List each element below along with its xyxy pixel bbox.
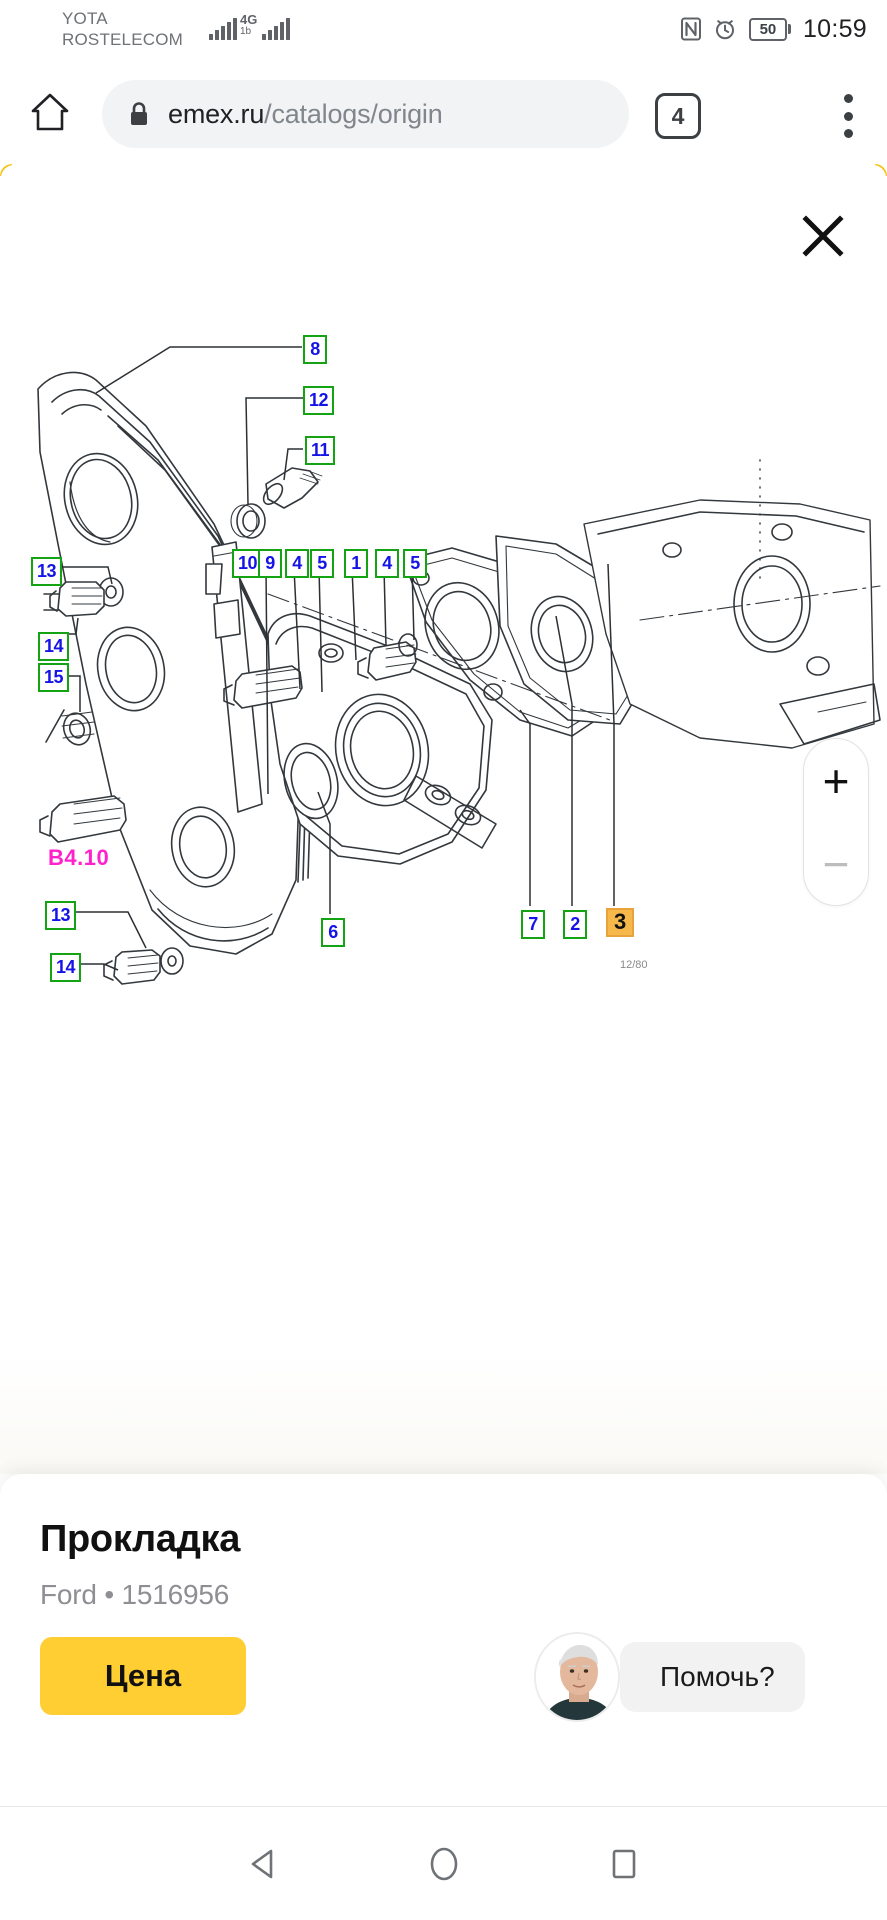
part-label-12[interactable]: 12 (303, 386, 335, 415)
status-bar-right-cluster: 50 10:59 (680, 0, 867, 58)
alarm-icon (715, 20, 734, 40)
product-brand-number: Ford • 1516956 (40, 1579, 230, 1610)
close-button[interactable] (787, 200, 859, 272)
price-button[interactable]: Цена (40, 1637, 246, 1715)
nav-home-button[interactable] (354, 1807, 534, 1920)
avatar-image (536, 1634, 618, 1720)
url-text: emex.ru/catalogs/origin (168, 99, 443, 130)
part-label-7[interactable]: 7 (521, 910, 545, 939)
part-label-1[interactable]: 1 (344, 549, 368, 578)
part-label-5-alt[interactable]: 5 (403, 549, 427, 578)
recents-square-icon (612, 1849, 635, 1878)
part-label-6[interactable]: 6 (321, 918, 345, 947)
help-chat-bubble[interactable]: Помочь? (620, 1642, 805, 1712)
part-label-9[interactable]: 9 (258, 549, 282, 578)
android-nav-bar (0, 1806, 887, 1920)
url-domain: emex.ru (168, 98, 265, 129)
part-label-4-alt[interactable]: 4 (375, 549, 399, 578)
overflow-menu-icon[interactable] (843, 94, 853, 138)
nfc-icon (680, 17, 701, 41)
tab-switcher-button[interactable]: 4 (655, 93, 701, 139)
part-label-10[interactable]: 10 (232, 549, 264, 578)
viewer-bottom-fade (0, 1354, 887, 1474)
carrier-line-2: ROSTELECOM (62, 30, 184, 49)
support-avatar[interactable] (534, 1632, 620, 1722)
status-bar: YOTA ROSTELECOM 4G 1b 50 (0, 0, 887, 58)
tab-count-text: 4 (671, 102, 685, 129)
viewer-corner-mask-left (1, 165, 15, 181)
part-label-11[interactable]: 11 (305, 436, 336, 465)
technical-diagram (37, 346, 881, 985)
part-label-15[interactable]: 15 (38, 663, 70, 692)
part-label-3-selected[interactable]: 3 (606, 908, 634, 937)
zoom-in-button[interactable]: + (822, 754, 850, 807)
viewer-corner-mask-right (872, 165, 886, 181)
diagram-scale-note: 12/80 (620, 959, 648, 971)
help-bubble-text: Помочь? (660, 1661, 775, 1692)
close-icon (802, 215, 844, 257)
home-circle-icon (430, 1847, 457, 1880)
home-button[interactable] (24, 86, 76, 138)
page-title: Прокладка (40, 1518, 241, 1560)
battery-level-text: 50 (759, 20, 777, 38)
browser-toolbar: emex.ru/catalogs/origin 4 (0, 58, 887, 164)
part-label-14-alt[interactable]: 14 (50, 953, 82, 982)
carrier-name: YOTA ROSTELECOM (62, 8, 183, 50)
nav-back-button[interactable] (174, 1807, 354, 1920)
part-label-5[interactable]: 5 (310, 549, 334, 578)
reference-label-b410[interactable]: B4.10 (48, 845, 110, 870)
product-card: Прокладка Ford • 1516956 Цена (0, 1474, 887, 1806)
network-type-label: 4G 1b (240, 12, 258, 37)
battery-indicator: 50 (748, 17, 791, 41)
lock-icon (131, 102, 147, 125)
signal-bars-sim1-icon (209, 18, 237, 40)
clock: 10:59 (802, 14, 867, 43)
part-label-8[interactable]: 8 (303, 335, 327, 364)
home-icon (31, 93, 69, 131)
nav-recents-button[interactable] (534, 1807, 714, 1920)
back-triangle-icon (251, 1849, 272, 1878)
part-label-14[interactable]: 14 (38, 632, 70, 661)
diagram-viewer[interactable]: 8 12 11 13 14 15 10 9 4 5 1 4 5 13 14 6 … (0, 164, 887, 1474)
url-path: /catalogs/origin (264, 98, 443, 129)
address-bar[interactable]: emex.ru/catalogs/origin (102, 80, 629, 148)
part-label-13[interactable]: 13 (31, 557, 63, 586)
zoom-out-button[interactable]: − (822, 837, 850, 890)
part-label-2[interactable]: 2 (563, 910, 587, 939)
zoom-controls[interactable]: + − (803, 738, 869, 906)
part-label-4[interactable]: 4 (285, 549, 309, 578)
signal-bars-sim2-icon (262, 18, 290, 40)
part-label-13-alt[interactable]: 13 (45, 901, 77, 930)
carrier-line-1: YOTA (62, 9, 108, 28)
